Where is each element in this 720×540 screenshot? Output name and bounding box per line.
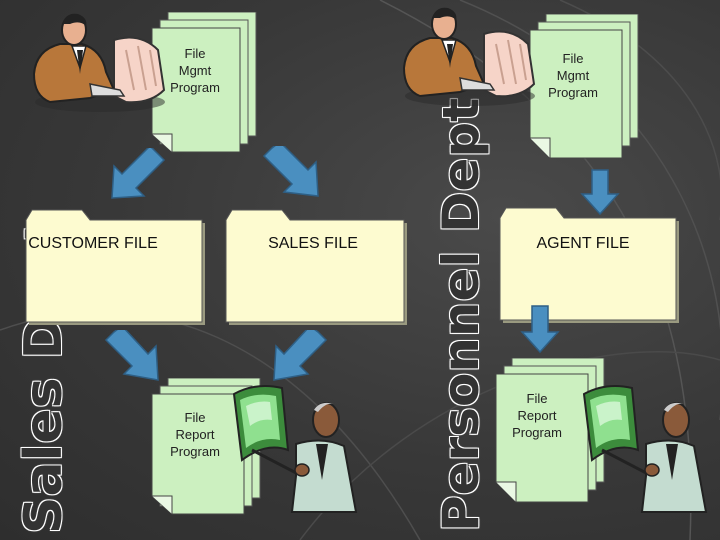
personnel-mgmt-doc-stack: [529, 14, 639, 159]
personnel-report-doc-stack: [495, 358, 605, 503]
sales-mgmt-doc-stack: [151, 12, 257, 153]
agent-file-folder: [499, 207, 679, 323]
arrow-down-icon: [111, 148, 166, 199]
personnel-dept-title: Personnel Dept: [432, 97, 490, 532]
sales-report-doc-stack: [151, 378, 261, 515]
customer-file-label: CUSTOMER FILE: [28, 235, 158, 252]
arrow-down-icon: [520, 305, 560, 354]
arrow-down-icon: [262, 146, 319, 197]
sales-file-folder: [225, 209, 407, 325]
sales-mgmt-doc-label: File Mgmt Program: [170, 46, 220, 95]
personnel-report-doc-label: File Report Program: [512, 391, 562, 440]
sales-file-label: SALES FILE: [268, 235, 358, 252]
customer-file-folder: [25, 209, 205, 325]
person-at-computer-icon: [402, 7, 536, 106]
arrow-down-icon: [273, 330, 328, 381]
agent-file-label: AGENT FILE: [536, 235, 630, 252]
arrow-down-icon: [580, 169, 620, 216]
presenter-icon: [232, 385, 358, 513]
personnel-mgmt-doc-label: File Mgmt Program: [548, 51, 598, 100]
sales-report-doc-label: File Report Program: [170, 410, 220, 459]
person-at-computer-icon: [32, 13, 166, 112]
presenter-icon: [582, 385, 708, 513]
arrow-down-icon: [104, 330, 159, 381]
